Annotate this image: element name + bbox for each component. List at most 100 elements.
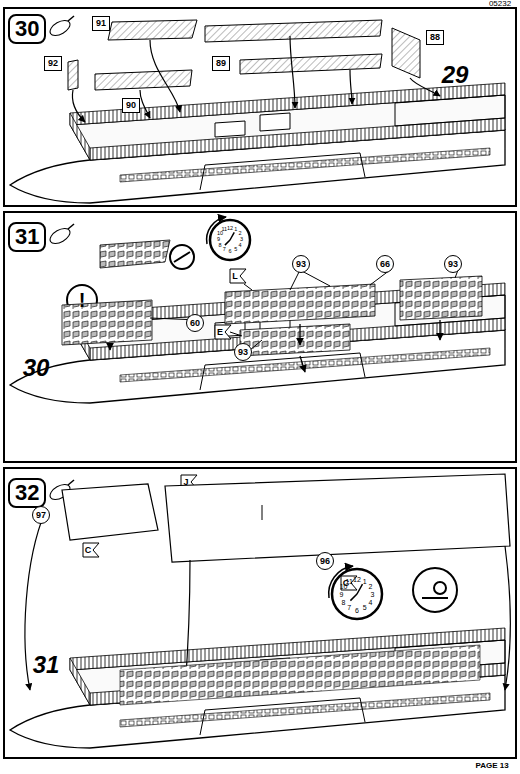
part-outline <box>120 348 490 382</box>
clock-numeral: 11 <box>221 227 227 233</box>
leader-line <box>250 340 262 350</box>
clock-numeral: 9 <box>217 237 220 243</box>
part-outline <box>392 28 420 78</box>
callout-label: C <box>85 546 92 555</box>
part-outline <box>95 70 192 90</box>
clock-numeral: 10 <box>217 232 223 238</box>
number-text: 93 <box>448 260 458 269</box>
part-number: 90 <box>122 98 140 113</box>
part-outline <box>240 54 382 74</box>
clock-numeral: 1 <box>363 577 367 584</box>
part-outline <box>225 284 375 324</box>
part-outline <box>230 269 246 283</box>
clock-numeral: 1 <box>234 227 237 233</box>
callout-label: ! <box>79 290 86 310</box>
part-number: 91 <box>92 16 110 31</box>
clock-numeral: 9 <box>340 591 344 598</box>
part-outline <box>165 474 510 562</box>
part-number: 89 <box>212 56 230 71</box>
number-text: 92 <box>48 59 58 68</box>
leader-line <box>350 70 352 104</box>
leader-line <box>439 320 440 340</box>
leader-line <box>505 546 510 690</box>
number-text: 97 <box>36 511 46 520</box>
clock-numeral: 7 <box>347 604 351 611</box>
leader-line <box>150 40 180 112</box>
part-outline <box>120 645 480 705</box>
leader-line <box>68 16 74 21</box>
part-outline <box>62 300 152 345</box>
clock-numeral: 12 <box>353 575 361 582</box>
part-number: 60 <box>186 314 204 332</box>
clock-numeral: 7 <box>223 247 226 253</box>
clock-numeral: 11 <box>346 577 353 584</box>
number-text: 31 <box>15 226 39 248</box>
part-number: 93 <box>234 343 252 361</box>
leader-line <box>68 224 74 229</box>
part-outline <box>62 484 158 540</box>
part-outline <box>68 60 78 90</box>
part-outline <box>395 95 505 126</box>
part-number: 97 <box>32 506 50 524</box>
leader-line <box>410 78 440 96</box>
part-number: 96 <box>316 552 334 570</box>
clock-numeral: 8 <box>219 243 222 249</box>
step-number: 30 <box>8 14 46 44</box>
clock-numeral: 4 <box>368 598 372 605</box>
part-number: 92 <box>44 56 62 71</box>
callout-label: J <box>183 478 188 487</box>
leader-line <box>422 597 448 599</box>
leader-line <box>72 90 85 122</box>
part-number: 66 <box>376 255 394 273</box>
drawing <box>10 16 510 748</box>
number-text: 88 <box>430 33 440 42</box>
clock-icon <box>332 569 382 619</box>
leader-line <box>200 698 365 735</box>
part-number: 88 <box>426 30 444 45</box>
leader-line <box>244 284 252 290</box>
part-outline <box>100 240 170 268</box>
clock-numeral: 2 <box>368 583 372 590</box>
leader-line <box>140 90 150 118</box>
clock-numeral: 5 <box>234 247 237 253</box>
part-number: 93 <box>292 255 310 273</box>
part-outline <box>70 113 90 160</box>
leader-line <box>174 252 190 262</box>
number-text: 32 <box>15 482 39 504</box>
leader-line <box>200 153 365 190</box>
clock-numeral: 3 <box>240 237 243 243</box>
clock-numeral: 8 <box>342 598 346 605</box>
part-number: 93 <box>444 255 462 273</box>
callout-label: PAGE 13 <box>475 762 508 770</box>
part-outline <box>120 148 490 182</box>
callout-label: 30 <box>23 356 50 380</box>
clock-numeral: 12 <box>227 226 233 232</box>
leader-line <box>262 505 263 520</box>
number-text: 66 <box>380 260 390 269</box>
callout-label: E <box>217 328 223 337</box>
part-outline <box>400 276 482 320</box>
leader-line <box>225 232 234 245</box>
part-outline <box>215 325 231 339</box>
part-outline <box>70 658 90 705</box>
number-text: 89 <box>216 59 226 68</box>
callout-label: 05232 <box>489 0 511 8</box>
clock-numeral: 3 <box>371 591 375 598</box>
symbol-circle <box>170 245 194 269</box>
part-outline <box>205 20 382 42</box>
leader-line <box>109 345 110 350</box>
part-outline <box>240 324 350 356</box>
leader-line <box>68 480 74 485</box>
step-number: 32 <box>8 478 46 508</box>
symbol-circle <box>413 568 457 612</box>
number-text: 60 <box>190 319 200 328</box>
clock-numeral: 6 <box>355 606 359 613</box>
callout-label: 29 <box>442 63 469 87</box>
clock-numeral: 4 <box>238 243 241 249</box>
leader-line <box>230 332 242 336</box>
leader-line <box>290 270 330 290</box>
number-text: 93 <box>238 348 248 357</box>
number-text: 90 <box>126 101 136 110</box>
